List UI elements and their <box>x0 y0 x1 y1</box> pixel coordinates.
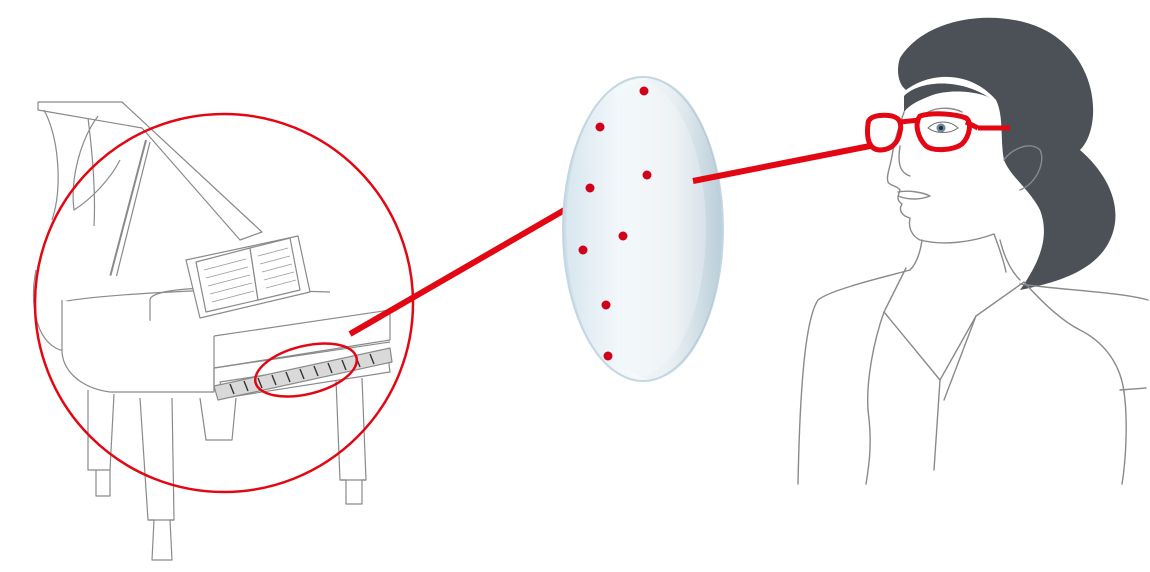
lens <box>562 76 724 382</box>
focus-dot <box>603 351 613 361</box>
focus-dot <box>578 245 588 255</box>
focus-dot <box>601 300 611 310</box>
woman-with-glasses <box>797 17 1149 485</box>
magnifier-circle <box>33 112 415 494</box>
focus-dot <box>642 170 652 180</box>
focus-dot <box>585 183 595 193</box>
connector-line-piano-lens <box>348 205 570 337</box>
focus-dot <box>618 231 628 241</box>
keyboard-highlight-ellipse <box>253 342 359 398</box>
focus-dots <box>578 86 652 361</box>
focus-dot <box>639 86 649 96</box>
connector-line-lens-glasses <box>692 143 871 184</box>
hair <box>898 17 1116 290</box>
focus-dot <box>595 122 605 132</box>
glasses <box>865 111 1010 153</box>
eye <box>927 121 959 133</box>
